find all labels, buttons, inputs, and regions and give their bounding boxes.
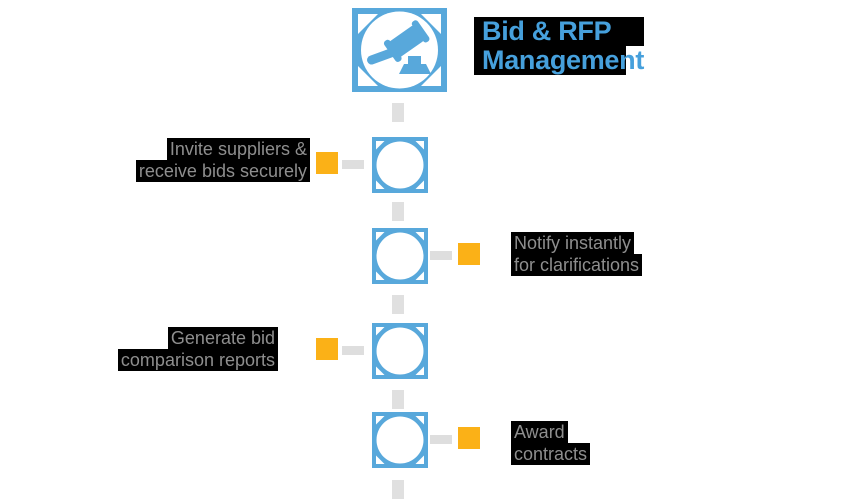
step-bullet	[316, 152, 338, 174]
timeline-dash	[392, 202, 404, 221]
step-label: Generate bid comparison reports	[117, 327, 278, 371]
page-title: Bid & RFP Management	[474, 17, 644, 75]
timeline-dash	[392, 480, 404, 499]
step-label-line1: Generate bid	[167, 327, 278, 349]
connector-dash	[430, 251, 452, 260]
step-label-line2: contracts	[511, 443, 591, 465]
step-label-line2: for clarifications	[511, 254, 643, 276]
page-title-line2: Management	[474, 46, 644, 75]
circle-node-icon	[372, 137, 428, 193]
step-label: Award contracts	[511, 421, 591, 465]
step-bullet	[316, 338, 338, 360]
page-title-line1: Bid & RFP	[474, 17, 644, 46]
timeline-dash	[392, 295, 404, 314]
step-label-line1: Award	[511, 421, 568, 443]
connector-dash	[342, 346, 364, 355]
step-label-line1: Invite suppliers &	[166, 138, 310, 160]
circle-node-icon	[372, 412, 428, 468]
step-label-line1: Notify instantly	[511, 232, 635, 254]
connector-dash	[430, 435, 452, 444]
step-label: Invite suppliers & receive bids securely	[135, 138, 310, 182]
circle-node-icon	[372, 323, 428, 379]
connector-dash	[342, 160, 364, 169]
step-bullet	[458, 427, 480, 449]
step-label-line2: comparison reports	[117, 349, 278, 371]
step-label-line2: receive bids securely	[135, 160, 310, 182]
circle-node-icon	[372, 228, 428, 284]
gavel-icon	[352, 8, 447, 92]
step-label: Notify instantly for clarifications	[511, 232, 643, 276]
step-bullet	[458, 243, 480, 265]
timeline-dash	[392, 390, 404, 409]
timeline-dash	[392, 103, 404, 122]
